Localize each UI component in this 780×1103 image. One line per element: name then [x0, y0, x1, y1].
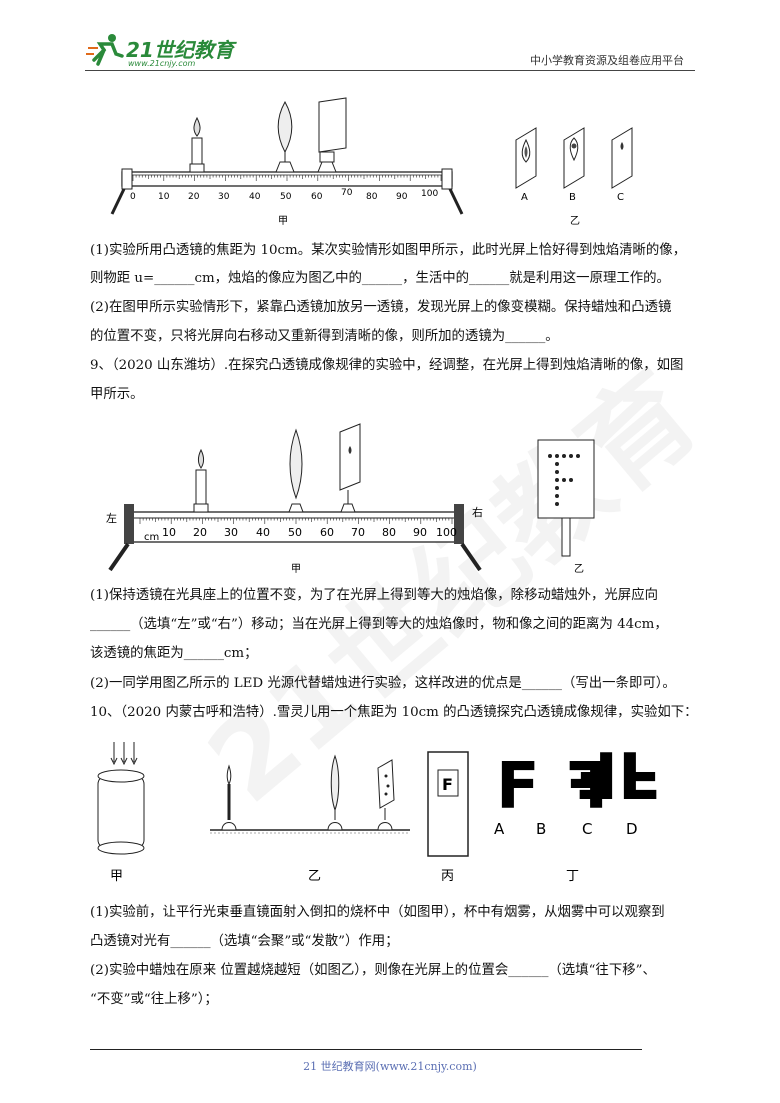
figure-caption-bing: 丙: [441, 869, 454, 884]
logo-text: 21世纪教育: [126, 38, 234, 62]
bench-tick-labels: 0 10 20 30 40 50 60 70 80 90 100: [130, 188, 438, 202]
unit-label: cm: [144, 532, 159, 543]
figure-caption-jia: 甲: [291, 564, 301, 575]
tick-label: 10: [162, 526, 176, 539]
tick-label: 50: [280, 192, 292, 202]
header-rule: [85, 70, 695, 71]
option-a-glyph: F: [496, 750, 540, 824]
footer-rule: [90, 1049, 642, 1050]
option-label: A: [521, 192, 528, 203]
right-label: 右: [472, 505, 483, 519]
f-letter: F: [442, 775, 453, 794]
option-c-glyph: F: [574, 740, 618, 810]
question-line: (2)一同学用图乙所示的 LED 光源代替蜡烛进行实验，这样改进的优点是____…: [90, 676, 676, 691]
tick-label: 80: [382, 526, 396, 539]
convex-lens-icon: [275, 100, 295, 173]
option-b-mirror-f: F: [564, 750, 608, 824]
tick-label: 40: [256, 526, 270, 539]
bench-ticks: [132, 175, 442, 181]
question-line: 该透镜的焦距为______cm；: [90, 646, 258, 661]
question-line: (1)保持透镜在光具座上的位置不变，为了在光屏上得到等大的烛焰像，除移动蜡烛外，…: [90, 588, 658, 603]
option-a-normal-f: F: [496, 750, 540, 824]
bench-ticks: [139, 518, 453, 524]
candle-icon: [189, 116, 205, 173]
beaker-icon: [97, 742, 145, 855]
tick-label: 90: [396, 192, 408, 202]
image-option-b: [563, 127, 585, 189]
figure-caption-ding: 丁: [566, 869, 579, 884]
option-label: B: [569, 192, 576, 203]
figure-optical-bench-2: cm 10 20 30 40 50 60 70 80 90 100 左 右 甲: [106, 423, 595, 575]
option-d-inverted-f: F: [618, 740, 662, 810]
runner-logo-icon: [86, 34, 124, 66]
question-line: ______（选填“左”或“右”）移动；当在光屏上得到等大的烛焰像时，物和像之间…: [90, 617, 668, 632]
question-line: 凸透镜对光有______（选填“会聚”或“发散”）作用；: [90, 934, 399, 949]
question-line: (2)实验中蜡烛在原来 位置越烧越短（如图乙），则像在光屏上的位置会______…: [90, 963, 656, 978]
option-label: D: [626, 820, 638, 838]
led-light-source-icon: [537, 439, 595, 557]
option-label: B: [536, 820, 546, 838]
option-label: C: [582, 820, 592, 838]
image-option-c: [611, 127, 633, 189]
f-screen-icon: F: [427, 751, 469, 857]
figure-caption-jia: 甲: [110, 869, 123, 884]
tick-label: 20: [193, 526, 207, 539]
question-line: (1)实验所用凸透镜的焦距为 10cm。某次实验情形如图甲所示，此时光屏上恰好得…: [90, 243, 687, 258]
convex-lens-icon: [288, 428, 304, 513]
option-c-flipped-f: F: [574, 740, 618, 810]
question-line: 则物距 u=______cm，烛焰的像应为图乙中的______，生活中的____…: [90, 271, 670, 286]
tick-label: 30: [218, 192, 230, 202]
bench-setup-icon: [210, 754, 410, 834]
tick-label: 90: [413, 526, 427, 539]
site-logo: 21世纪教育 www.21cnjy.com: [86, 30, 234, 72]
option-d-glyph: F: [618, 740, 662, 810]
option-label: A: [494, 820, 505, 838]
platform-title: 中小学教育资源及组卷应用平台: [530, 54, 684, 67]
figure-caption-yi: 乙: [308, 869, 321, 884]
question-line: “不变”或“往上移”）；: [90, 992, 218, 1007]
tick-label: 30: [224, 526, 238, 539]
screen-icon: [339, 423, 361, 513]
tick-label: 0: [130, 192, 136, 202]
tick-label: 50: [288, 526, 302, 539]
figure-experiment-3: 甲 乙 F 丙 F F F F A B C: [97, 740, 662, 884]
figure-caption-yi: 乙: [570, 215, 580, 227]
tick-label: 70: [351, 526, 365, 539]
question-line: (2)在图甲所示实验情形下，紧靠凸透镜加放另一透镜，发现光屏上的像变模糊。保持蜡…: [90, 300, 672, 315]
logo-url: www.21cnjy.com: [128, 59, 196, 68]
figure-optical-bench-1: 0 10 20 30 40 50 60 70 80 90 100 甲: [110, 97, 633, 227]
tick-label: 80: [366, 192, 378, 202]
tick-label: 10: [158, 192, 170, 202]
figure-caption-jia: 甲: [278, 216, 288, 227]
tick-label: 100: [436, 526, 457, 539]
screen-icon: [317, 97, 347, 173]
option-label: C: [617, 192, 624, 203]
question-line: 甲所示。: [90, 387, 144, 402]
image-options-ding: F F F F A B C D: [494, 740, 662, 838]
tick-label: 60: [320, 526, 334, 539]
question-line: 9、（2020 山东潍坊）.在探究凸透镜成像规律的实验中，经调整，在光屏上得到烛…: [90, 358, 684, 373]
image-option-a: [515, 127, 537, 189]
bench-tick-labels: 10 20 30 40 50 60 70 80 90 100: [162, 526, 457, 539]
left-label: 左: [106, 512, 117, 525]
question-line: (1)实验前，让平行光束垂直镜面射入倒扣的烧杯中（如图甲），杯中有烟雾，从烟雾中…: [90, 905, 665, 920]
footer-text: 21 世纪教育网(www.21cnjy.com): [303, 1060, 477, 1073]
tick-label: 60: [311, 192, 323, 202]
candle-icon: [193, 448, 209, 513]
tick-label: 100: [421, 189, 438, 199]
figure-caption-yi: 乙: [574, 563, 584, 575]
tick-label: 20: [188, 192, 200, 202]
question-line: 的位置不变，只将光屏向右移动又重新得到清晰的像，则所加的透镜为______。: [90, 329, 559, 344]
tick-label: 40: [249, 192, 261, 202]
question-line: 10、（2020 内蒙古呼和浩特）.雪灵儿用一个焦距为 10cm 的凸透镜探究凸…: [90, 705, 698, 720]
option-b-glyph: F: [564, 750, 608, 824]
tick-label: 70: [341, 188, 353, 198]
